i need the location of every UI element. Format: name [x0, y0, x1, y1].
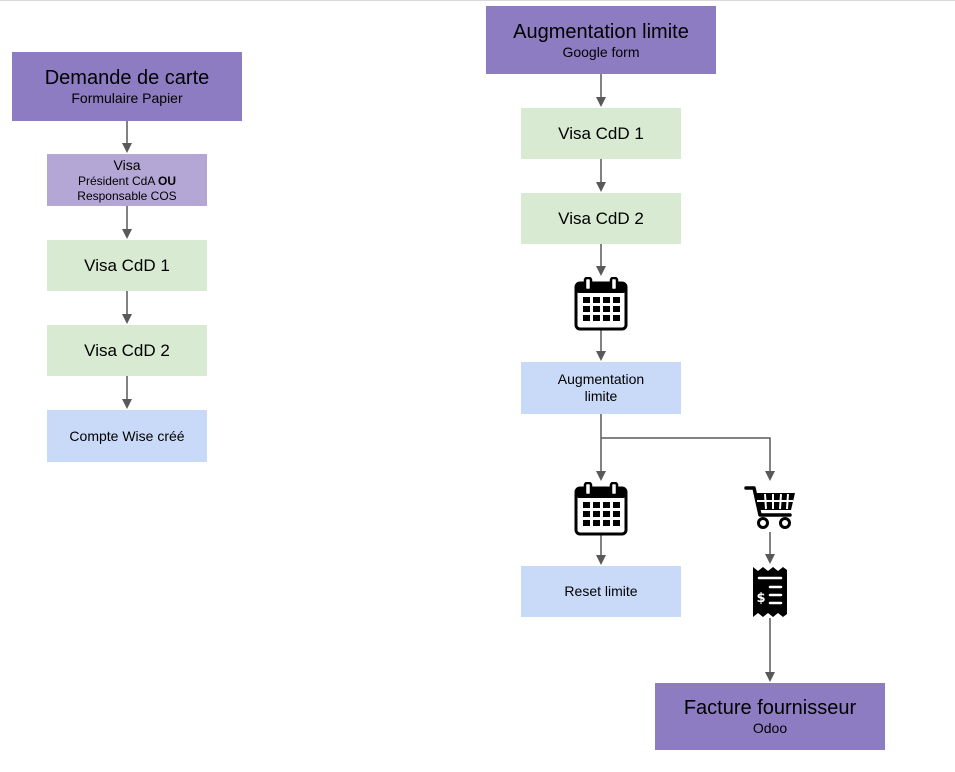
left-visa-title: Visa: [113, 156, 141, 173]
left-account-label: Compte Wise créé: [69, 427, 185, 444]
left-visa-line1-row: Président CdA OU: [78, 174, 176, 189]
left-visa-line2: Responsable COS: [77, 188, 177, 203]
right-reset-label: Reset limite: [564, 583, 638, 599]
right-visa-cdd2-label: Visa CdD 2: [558, 208, 644, 228]
left-start-subtitle: Formulaire Papier: [71, 90, 183, 106]
right-start-subtitle: Google form: [562, 43, 640, 60]
right-start-box: Augmentation limite Google form: [486, 6, 716, 74]
left-visa-line1: Président CdA: [77, 173, 155, 188]
shopping-cart-icon: [744, 486, 795, 529]
right-increase-box: Augmentation limite: [521, 362, 681, 414]
arrow-branch-cart: [601, 437, 775, 481]
left-start-title: Demande de carte: [44, 67, 210, 89]
right-start-title: Augmentation limite: [513, 20, 689, 43]
left-visa-cdd2-box: Visa CdD 2: [47, 325, 207, 376]
left-account-box: Compte Wise créé: [47, 410, 207, 462]
receipt-icon: $: [753, 567, 787, 617]
left-start-box: Demande de carte Formulaire Papier: [12, 52, 242, 121]
right-increase-line1: Augmentation: [557, 371, 645, 387]
right-visa-cdd2-box: Visa CdD 2: [521, 193, 681, 244]
left-visa-or: OU: [158, 173, 177, 188]
right-visa-cdd1-label: Visa CdD 1: [558, 123, 644, 143]
right-reset-box: Reset limite: [521, 566, 681, 617]
right-end-title: Facture fournisseur: [683, 697, 857, 719]
left-visa-cdd1-box: Visa CdD 1: [47, 240, 207, 291]
right-end-box: Facture fournisseur Odoo: [655, 683, 885, 750]
right-increase-line2: limite: [584, 388, 618, 404]
calendar-icon: [574, 482, 628, 536]
left-visa-box: Visa Président CdA OU Responsable COS: [47, 154, 207, 206]
left-visa-cdd2-label: Visa CdD 2: [84, 340, 170, 360]
right-visa-cdd1-box: Visa CdD 1: [521, 108, 681, 159]
svg-text:$: $: [756, 591, 765, 606]
top-divider: [0, 0, 955, 1]
right-end-subtitle: Odoo: [752, 720, 788, 736]
left-visa-cdd1-label: Visa CdD 1: [84, 255, 170, 275]
calendar-icon: [574, 277, 628, 331]
